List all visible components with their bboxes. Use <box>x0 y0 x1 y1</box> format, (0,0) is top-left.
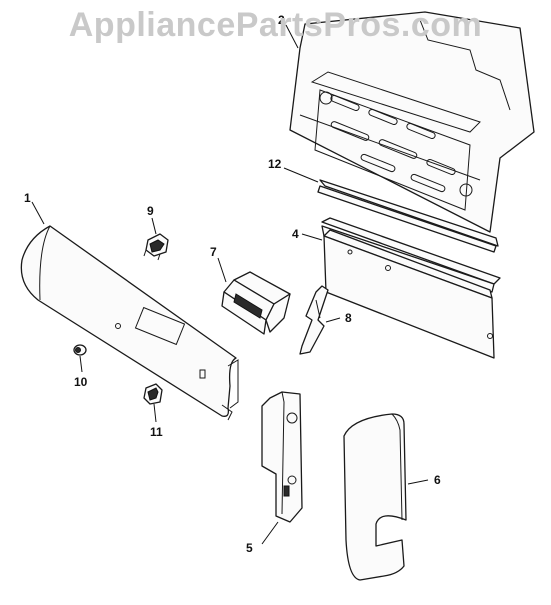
callout-12: 12 <box>268 157 282 171</box>
leader-9 <box>151 217 157 235</box>
part-12-trim-strip[interactable] <box>317 179 499 253</box>
callout-2: 2 <box>278 13 285 27</box>
callout-7: 7 <box>210 245 217 259</box>
back-panel-slots <box>330 95 456 193</box>
leader-11 <box>153 403 157 423</box>
leader-12 <box>283 167 319 183</box>
watermark-logo: AppliancePartsPros.com <box>68 6 483 44</box>
part-9-switch[interactable] <box>143 233 169 261</box>
callout-6: 6 <box>434 473 441 487</box>
callout-5: 5 <box>246 541 253 555</box>
callout-1: 1 <box>24 191 31 205</box>
leader-2 <box>285 24 299 49</box>
part-2-back-panel[interactable] <box>289 11 535 233</box>
part-11-rocker-switch[interactable] <box>143 383 163 405</box>
leader-5 <box>261 521 279 545</box>
callout-4: 4 <box>292 227 299 241</box>
callout-11: 11 <box>150 425 163 439</box>
leader-10 <box>79 355 83 373</box>
part-5-side-bracket[interactable] <box>261 391 303 523</box>
callout-10: 10 <box>74 375 88 389</box>
callout-9: 9 <box>147 204 154 218</box>
leader-6 <box>407 479 429 485</box>
part-7-timer-module[interactable] <box>221 271 291 335</box>
leader-8 <box>325 317 341 323</box>
leader-4 <box>301 233 323 241</box>
part-1-control-panel[interactable] <box>20 225 239 421</box>
part-8-clip[interactable] <box>299 285 329 355</box>
leader-1 <box>31 201 45 225</box>
part-6-side-trim[interactable] <box>343 413 407 581</box>
part-4-bracket[interactable] <box>321 217 501 359</box>
callout-8: 8 <box>345 311 352 325</box>
part-10-button[interactable] <box>73 344 87 356</box>
leader-7 <box>217 257 227 283</box>
